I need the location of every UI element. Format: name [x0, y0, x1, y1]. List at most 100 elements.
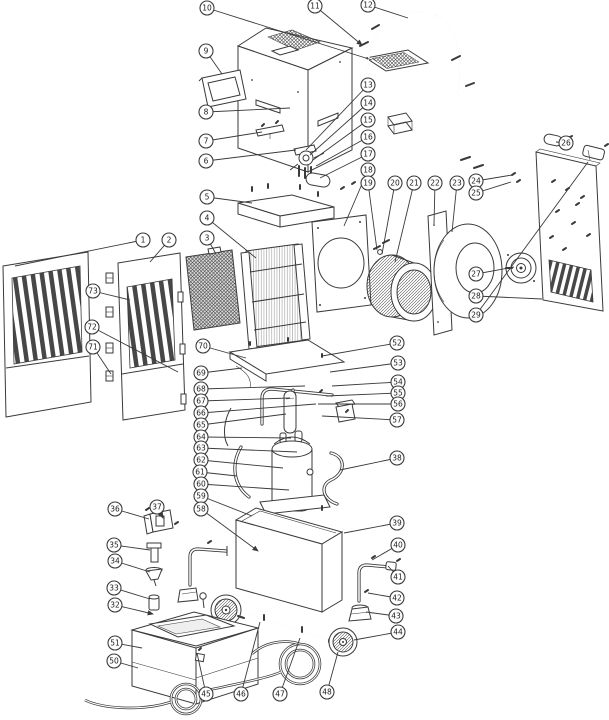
callout-number: 19 — [363, 179, 373, 188]
callout-23: 23 — [449, 175, 465, 233]
callout-number: 39 — [392, 519, 402, 528]
callout-27: 27 — [468, 266, 515, 282]
callout-43: 43 — [365, 608, 404, 624]
callout-number: 67 — [196, 397, 206, 406]
callout-12: 12 — [360, 0, 409, 19]
foot-left — [177, 587, 199, 603]
callout-60: 60 — [193, 476, 290, 492]
callout-36: 36 — [107, 501, 150, 520]
callout-72: 72 — [84, 319, 179, 373]
foot-right — [348, 604, 372, 622]
callout-21: 21 — [394, 175, 422, 263]
callout-number: 33 — [109, 584, 119, 593]
callout-number: 21 — [409, 179, 419, 188]
callout-number: 16 — [363, 133, 373, 142]
callout-number: 69 — [196, 369, 206, 378]
callout-40: 40 — [371, 537, 406, 561]
callout-58: 58 — [193, 501, 259, 552]
filter-mesh — [185, 246, 241, 331]
callout-13: 13 — [305, 77, 376, 151]
callout-14: 14 — [309, 95, 376, 156]
left-panel-outer — [2, 251, 92, 418]
callout-number: 1 — [141, 236, 146, 245]
axle-rod — [246, 613, 334, 645]
misc-screws — [340, 181, 356, 190]
callout-number: 8 — [204, 108, 209, 117]
callout-number: 3 — [205, 234, 210, 243]
callout-29: 29 — [468, 161, 589, 323]
callout-18: 18 — [343, 162, 376, 227]
callout-number: 24 — [471, 177, 481, 186]
panel-clips — [105, 272, 114, 382]
callout-number: 37 — [152, 503, 162, 512]
callout-2: 2 — [149, 232, 177, 263]
callout-number: 17 — [363, 150, 373, 159]
callout-24: 24 — [468, 173, 513, 189]
callout-25: 25 — [468, 181, 512, 201]
callout-number: 57 — [392, 416, 402, 425]
refrigerant-pipes — [223, 387, 356, 506]
callout-number: 14 — [363, 99, 373, 108]
callout-number: 42 — [392, 594, 402, 603]
callout-20: 20 — [381, 175, 403, 255]
callout-number: 15 — [363, 116, 373, 125]
drain-elbow-left — [188, 540, 228, 587]
callout-number: 7 — [204, 137, 209, 146]
callout-1: 1 — [14, 232, 151, 267]
callout-7: 7 — [198, 131, 263, 149]
callout-44: 44 — [353, 624, 406, 641]
callout-70: 70 — [195, 338, 247, 359]
callout-number: 27 — [471, 270, 481, 279]
callout-11: 11 — [307, 0, 363, 46]
compressor — [259, 430, 331, 518]
callout-number: 50 — [109, 657, 119, 666]
callout-number: 62 — [196, 456, 206, 465]
bushing-part-a — [543, 133, 573, 147]
callout-number: 48 — [322, 688, 332, 697]
mount-screws — [511, 172, 521, 183]
callout-53: 53 — [329, 355, 406, 373]
cotter-pin — [199, 592, 207, 609]
callout-number: 2 — [167, 236, 172, 245]
callout-59: 59 — [193, 488, 253, 517]
callout-number: 25 — [471, 189, 481, 198]
callout-number: 64 — [196, 433, 206, 442]
callout-48: 48 — [319, 651, 339, 700]
callout-number: 61 — [195, 468, 205, 477]
callout-number: 10 — [202, 4, 212, 13]
callout-number: 13 — [363, 81, 373, 90]
callout-19: 19 — [360, 175, 378, 251]
callout-number: 4 — [205, 214, 210, 223]
callout-6: 6 — [198, 149, 297, 169]
callout-56: 56 — [318, 396, 406, 412]
callout-number: 36 — [110, 505, 120, 514]
callout-55: 55 — [325, 385, 406, 401]
callout-52: 52 — [321, 335, 405, 357]
callout-number: 28 — [471, 292, 481, 301]
callout-number: 34 — [110, 557, 120, 566]
callout-number: 51 — [110, 639, 120, 648]
callout-number: 65 — [196, 421, 206, 430]
callout-number: 9 — [204, 47, 209, 56]
callout-39: 39 — [343, 515, 405, 534]
right-panel — [535, 148, 604, 312]
callout-number: 47 — [275, 690, 285, 699]
callout-number: 41 — [393, 573, 403, 582]
callout-10: 10 — [199, 0, 373, 61]
callout-57: 57 — [321, 412, 405, 428]
callout-number: 44 — [393, 628, 403, 637]
base-pan — [234, 507, 344, 613]
callout-68: 68 — [193, 381, 306, 397]
callout-34: 34 — [107, 553, 151, 573]
callout-number: 22 — [430, 179, 440, 188]
callout-16: 16 — [315, 129, 376, 167]
callout-number: 20 — [390, 179, 400, 188]
callout-number: 23 — [452, 179, 462, 188]
callout-number: 63 — [196, 444, 206, 453]
callout-number: 45 — [201, 690, 211, 699]
wheel-left — [210, 594, 245, 626]
callout-66: 66 — [193, 403, 317, 421]
callout-number: 12 — [363, 1, 373, 10]
